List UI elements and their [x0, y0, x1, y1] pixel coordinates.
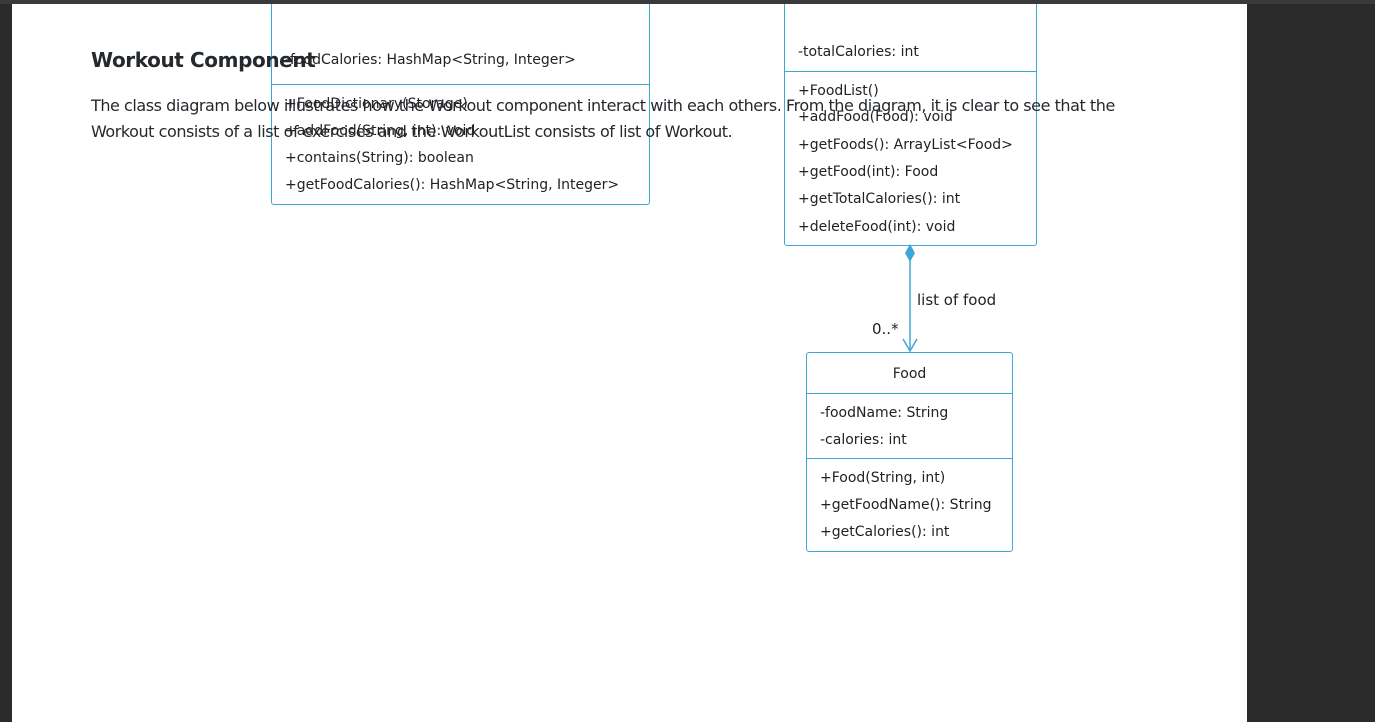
- section-heading: Workout Component: [91, 48, 316, 72]
- food-list-method: +addFood(Food): void: [798, 109, 953, 125]
- association-multiplicity: 0..*: [872, 320, 899, 338]
- food-method: +getCalories(): int: [820, 524, 950, 540]
- viewer-left-gutter: [0, 4, 12, 722]
- food-attribute: -foodName: String: [820, 405, 949, 421]
- food-dictionary-method: +getFoodCalories(): HashMap<String, Inte…: [285, 177, 620, 193]
- composition-connector: [902, 244, 918, 353]
- food-dictionary-method: +FoodDictionary(Storage): [285, 96, 468, 112]
- composition-diamond-icon: [905, 244, 915, 262]
- food-attribute: -calories: int: [820, 432, 907, 448]
- association-label: list of food: [917, 291, 997, 309]
- food-class-box: Food -foodName: String -calories: int +F…: [806, 352, 1013, 552]
- food-dictionary-method: +contains(String): boolean: [285, 150, 474, 166]
- food-title-separator: [807, 393, 1012, 394]
- food-list-method: +getFood(int): Food: [798, 164, 939, 180]
- food-list-method: +deleteFood(int): void: [798, 219, 956, 235]
- food-method: +Food(String, int): [820, 470, 946, 486]
- viewer-top-bar: [0, 0, 1375, 4]
- food-dictionary-method: +addFood(String, int): void: [285, 123, 476, 139]
- section-paragraph: The class diagram below illustrates how …: [91, 96, 1115, 141]
- viewer-right-gutter: [1247, 4, 1375, 722]
- food-dictionary-attribute: -foodCalories: HashMap<String, Integer>: [285, 52, 576, 68]
- food-list-attribute: -totalCalories: int: [798, 44, 919, 60]
- food-method: +getFoodName(): String: [820, 497, 992, 513]
- food-list-class-box: -totalCalories: int +FoodList() +addFood…: [784, 4, 1037, 246]
- food-attribute-separator: [807, 458, 1012, 459]
- food-list-method: +getTotalCalories(): int: [798, 191, 961, 207]
- food-class-title: Food: [892, 366, 927, 382]
- food-list-method: +getFoods(): ArrayList<Food>: [798, 137, 1013, 153]
- food-list-method: +FoodList(): [798, 83, 879, 99]
- food-dictionary-separator: [272, 84, 649, 85]
- arrowhead-icon: [902, 338, 918, 353]
- document-page: -foodCalories: HashMap<String, Integer> …: [12, 4, 1247, 722]
- food-list-separator: [785, 71, 1036, 72]
- food-dictionary-class-box: -foodCalories: HashMap<String, Integer> …: [271, 4, 650, 205]
